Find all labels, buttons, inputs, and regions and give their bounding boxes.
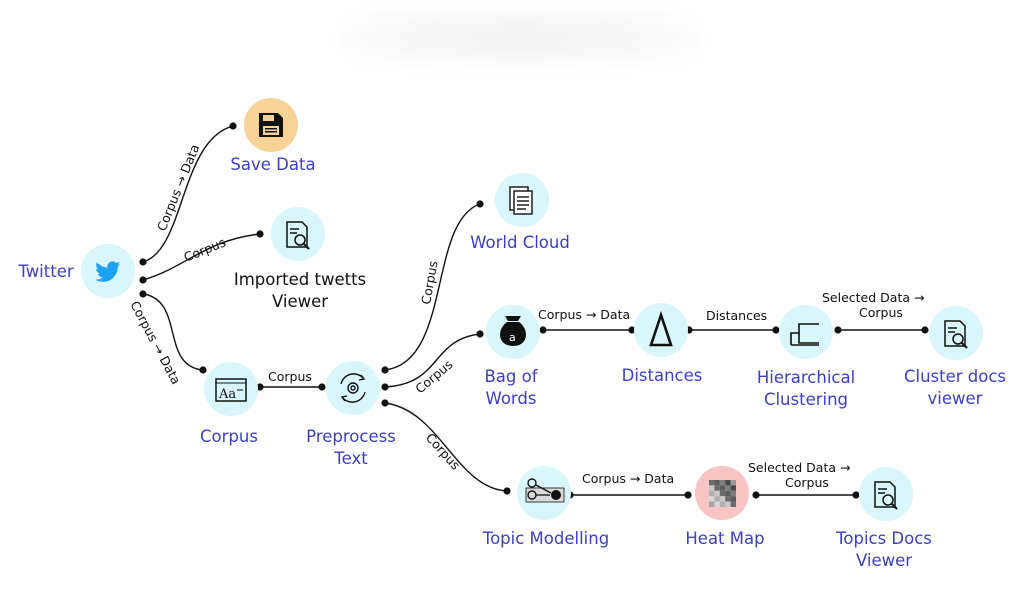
edge-endpoints	[139, 122, 929, 499]
floppy-disk-icon	[259, 113, 283, 137]
node-hierarchical[interactable]	[779, 305, 833, 359]
heatmap-cell	[725, 501, 731, 507]
node-world-cloud[interactable]	[495, 173, 549, 227]
svg-text:a: a	[509, 331, 516, 344]
label-world-cloud: World Cloud	[470, 233, 570, 252]
heatmap-cell	[714, 485, 720, 491]
label-distances: Distances	[621, 366, 703, 385]
document-search-icon	[286, 221, 310, 250]
heatmap-cell	[719, 485, 726, 491]
heatmap-cell	[714, 496, 720, 502]
edge-label-heat-topics-2: Corpus	[785, 475, 829, 490]
node-heat-map[interactable]	[695, 466, 749, 520]
twitter-bird-icon	[95, 261, 121, 282]
edge-preprocess-bow	[384, 333, 481, 388]
edge-label-corpus-preprocess: Corpus	[268, 369, 312, 384]
heatmap-cell	[719, 501, 726, 507]
gear-cycle-icon	[340, 373, 366, 403]
label-topic-modelling: Topic Modelling	[482, 529, 610, 548]
edge-label-topic-heat: Corpus → Data	[582, 471, 674, 486]
heatmap-cell	[730, 480, 736, 486]
node-preprocess[interactable]	[326, 361, 380, 415]
edge-label-hier-cluster-2: Corpus	[859, 305, 903, 320]
node-distances[interactable]	[634, 303, 688, 357]
heatmap-cell	[719, 480, 726, 486]
edge-preprocess-topic	[384, 402, 508, 492]
documents-icon	[509, 186, 533, 215]
heatmap-cell	[725, 485, 731, 491]
label-heat-map: Heat Map	[685, 529, 765, 548]
edge-label-preprocess-cloud: Corpus	[418, 260, 440, 306]
label-twitter: Twitter	[18, 262, 74, 281]
node-topics-docs[interactable]	[859, 467, 913, 521]
edge-label-twitter-save: Corpus → Data	[154, 142, 202, 233]
delta-icon	[649, 310, 673, 347]
heatmap-cell	[730, 485, 736, 491]
heatmap-icon	[709, 480, 736, 507]
edge-twitter-corpus	[142, 293, 204, 371]
heatmap-cell	[709, 480, 715, 486]
blurred-title	[340, 10, 700, 65]
heatmap-cell	[730, 496, 736, 502]
document-search-icon	[944, 320, 968, 349]
edge-twitter-viewer	[142, 233, 261, 281]
heatmap-cell	[730, 490, 736, 497]
node-topic-modelling[interactable]	[517, 466, 571, 520]
heatmap-cell	[709, 501, 715, 507]
edge-preprocess-cloud	[384, 203, 481, 371]
topic-graph-icon	[525, 478, 565, 503]
heatmap-cell	[725, 496, 731, 502]
node-twitter[interactable]	[81, 244, 135, 298]
label-imported-viewer: Imported twetts Viewer	[233, 270, 367, 311]
label-hierarchical: Hierarchical Clustering	[756, 368, 856, 409]
heatmap-cell	[725, 480, 731, 486]
label-corpus: Corpus	[200, 427, 258, 446]
dendrogram-icon	[790, 323, 819, 346]
edge-label-distances-hier: Distances	[706, 308, 767, 323]
edge-label-heat-topics-1: Selected Data →	[748, 460, 850, 475]
edge-twitter-save	[142, 125, 234, 263]
heatmap-cell	[714, 501, 720, 507]
heatmap-cell	[714, 490, 720, 497]
label-preprocess: Preprocess Text	[306, 427, 396, 468]
node-save-data[interactable]	[244, 98, 298, 152]
money-bag-icon: a	[500, 316, 526, 346]
label-cluster-docs: Cluster docs viewer	[903, 367, 1007, 408]
heatmap-cell	[709, 490, 715, 497]
heatmap-cell	[725, 490, 731, 497]
heatmap-cell	[714, 480, 720, 486]
heatmap-cell	[709, 485, 715, 491]
node-imported-viewer[interactable]	[271, 207, 325, 261]
heatmap-cell	[730, 501, 736, 507]
node-bag-of-words[interactable]: a	[486, 305, 540, 359]
document-search-icon	[874, 481, 898, 510]
label-bag-of-words: Bag of Words	[484, 367, 538, 408]
label-save-data: Save Data	[230, 155, 316, 174]
node-corpus[interactable]: Aa	[204, 362, 258, 416]
edge-label-bow-distances: Corpus → Data	[538, 307, 630, 322]
svg-text:Aa: Aa	[218, 387, 236, 402]
corpus-icon: Aa	[215, 378, 247, 402]
edge-label-twitter-viewer: Corpus	[182, 234, 228, 264]
label-topics-docs: Topics Docs Viewer	[836, 529, 932, 570]
edge-label-hier-cluster-1: Selected Data →	[822, 290, 924, 305]
node-cluster-docs[interactable]	[929, 306, 983, 360]
heatmap-cell	[719, 496, 726, 502]
heatmap-cell	[709, 496, 715, 502]
edge-label-preprocess-topic: Corpus	[423, 430, 464, 473]
heatmap-cell	[719, 490, 726, 497]
